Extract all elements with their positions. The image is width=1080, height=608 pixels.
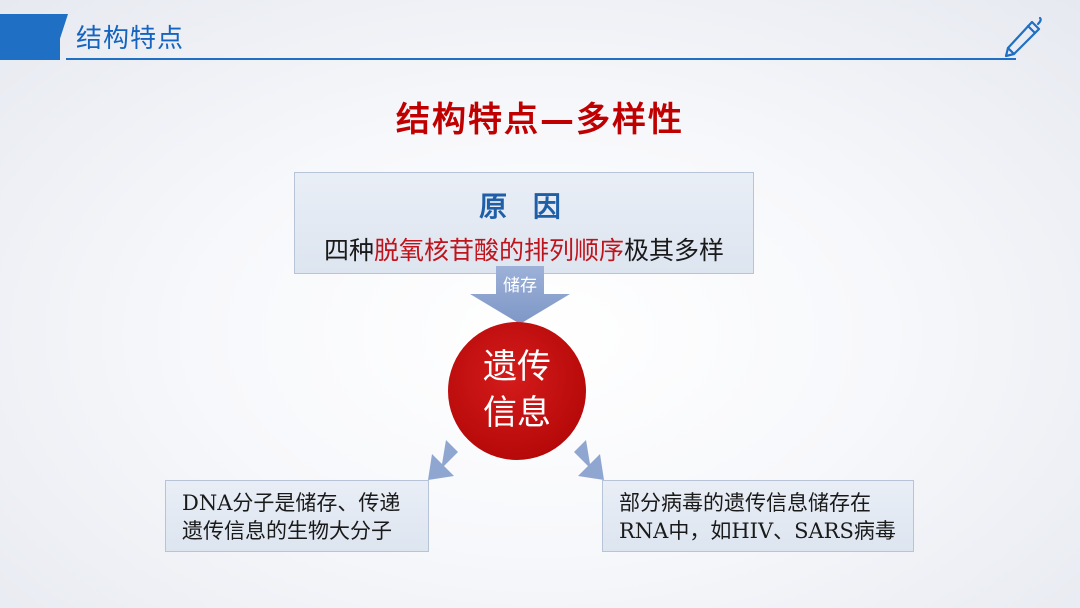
rna-box: 部分病毒的遗传信息储存在 RNA中，如HIV、SARS病毒 [602, 480, 914, 552]
down-arrow-icon [470, 266, 570, 324]
cause-box: 原 因 四种脱氧核苷酸的排列顺序极其多样 [294, 172, 754, 274]
rna-line-2: RNA中，如HIV、SARS病毒 [619, 519, 896, 543]
cause-text-after: 极其多样 [624, 236, 725, 265]
rna-box-text: 部分病毒的遗传信息储存在 RNA中，如HIV、SARS病毒 [619, 489, 903, 545]
header-underline [66, 58, 1016, 60]
arrow-down-left-icon [428, 440, 458, 480]
pen-icon [1004, 16, 1042, 58]
circle-line-1: 遗传 [483, 347, 551, 387]
header-accent-bar [0, 14, 60, 60]
circle-line-2: 信息 [483, 393, 551, 433]
section-title: 结构特点 [76, 24, 185, 54]
header-accent-chip [60, 14, 74, 60]
cause-title: 原 因 [479, 190, 569, 223]
store-label: 储存 [503, 276, 537, 296]
arrow-down-right-icon [574, 440, 604, 480]
main-title: 结构特点—多样性 [396, 100, 684, 140]
dna-box: DNA分子是储存、传递 遗传信息的生物大分子 [165, 480, 429, 552]
cause-text-highlight: 脱氧核苷酸的排列顺序 [373, 236, 624, 265]
circle-text: 遗传 信息 [448, 344, 586, 436]
rna-line-1: 部分病毒的遗传信息储存在 [619, 491, 871, 515]
dna-line-1: DNA分子是储存、传递 [182, 491, 401, 515]
dna-line-2: 遗传信息的生物大分子 [182, 519, 392, 543]
cause-text-before: 四种 [323, 236, 374, 265]
dna-box-text: DNA分子是储存、传递 遗传信息的生物大分子 [182, 489, 418, 545]
genetic-info-circle [448, 322, 586, 460]
cause-text: 四种脱氧核苷酸的排列顺序极其多样 [295, 231, 753, 267]
